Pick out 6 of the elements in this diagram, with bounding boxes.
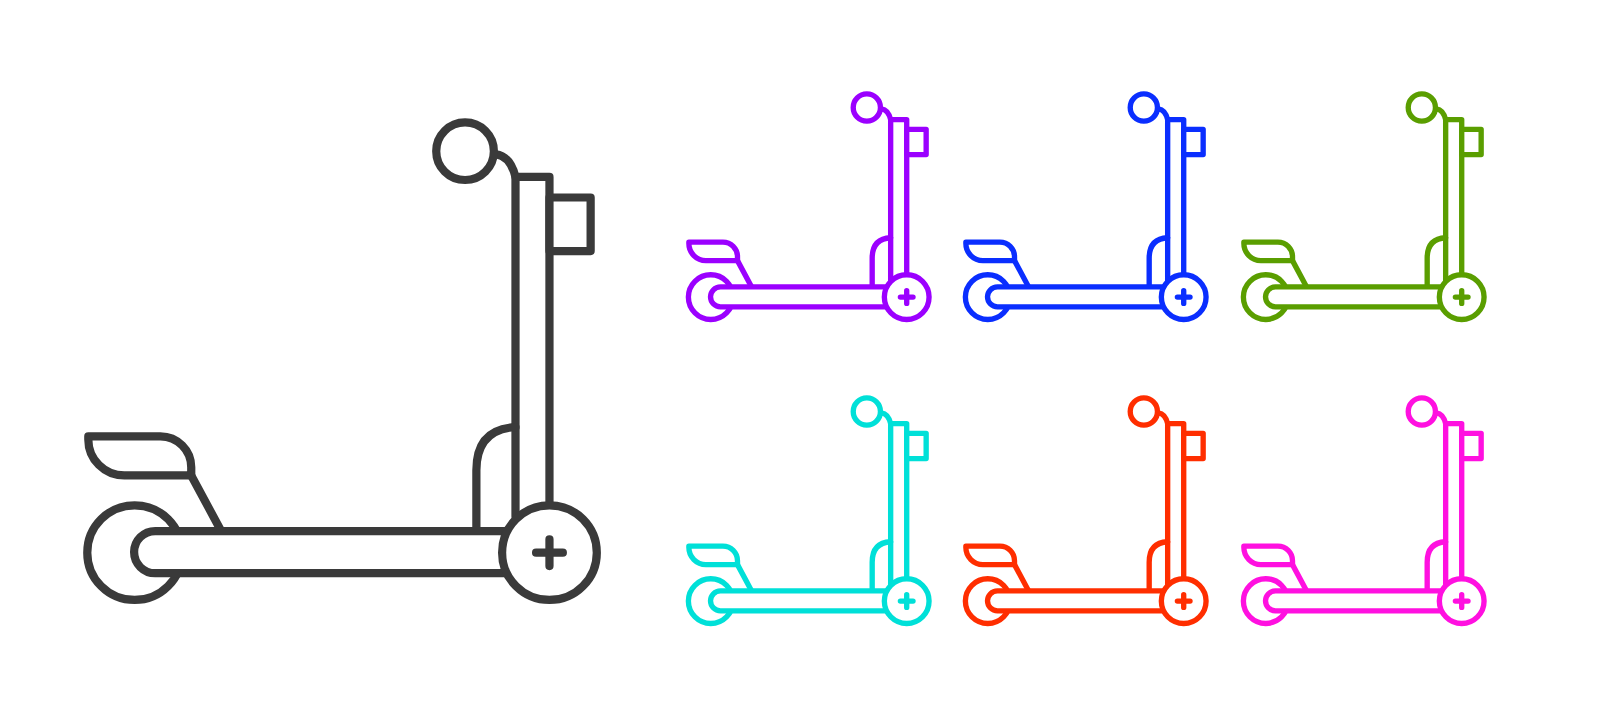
scooter-drawing (961, 392, 1209, 628)
scooter-drawing (1239, 88, 1487, 324)
scooter-drawing (961, 88, 1209, 324)
scooter-drawing (1239, 392, 1487, 628)
scooter-drawing (684, 88, 932, 324)
scooter-drawing (684, 392, 932, 628)
